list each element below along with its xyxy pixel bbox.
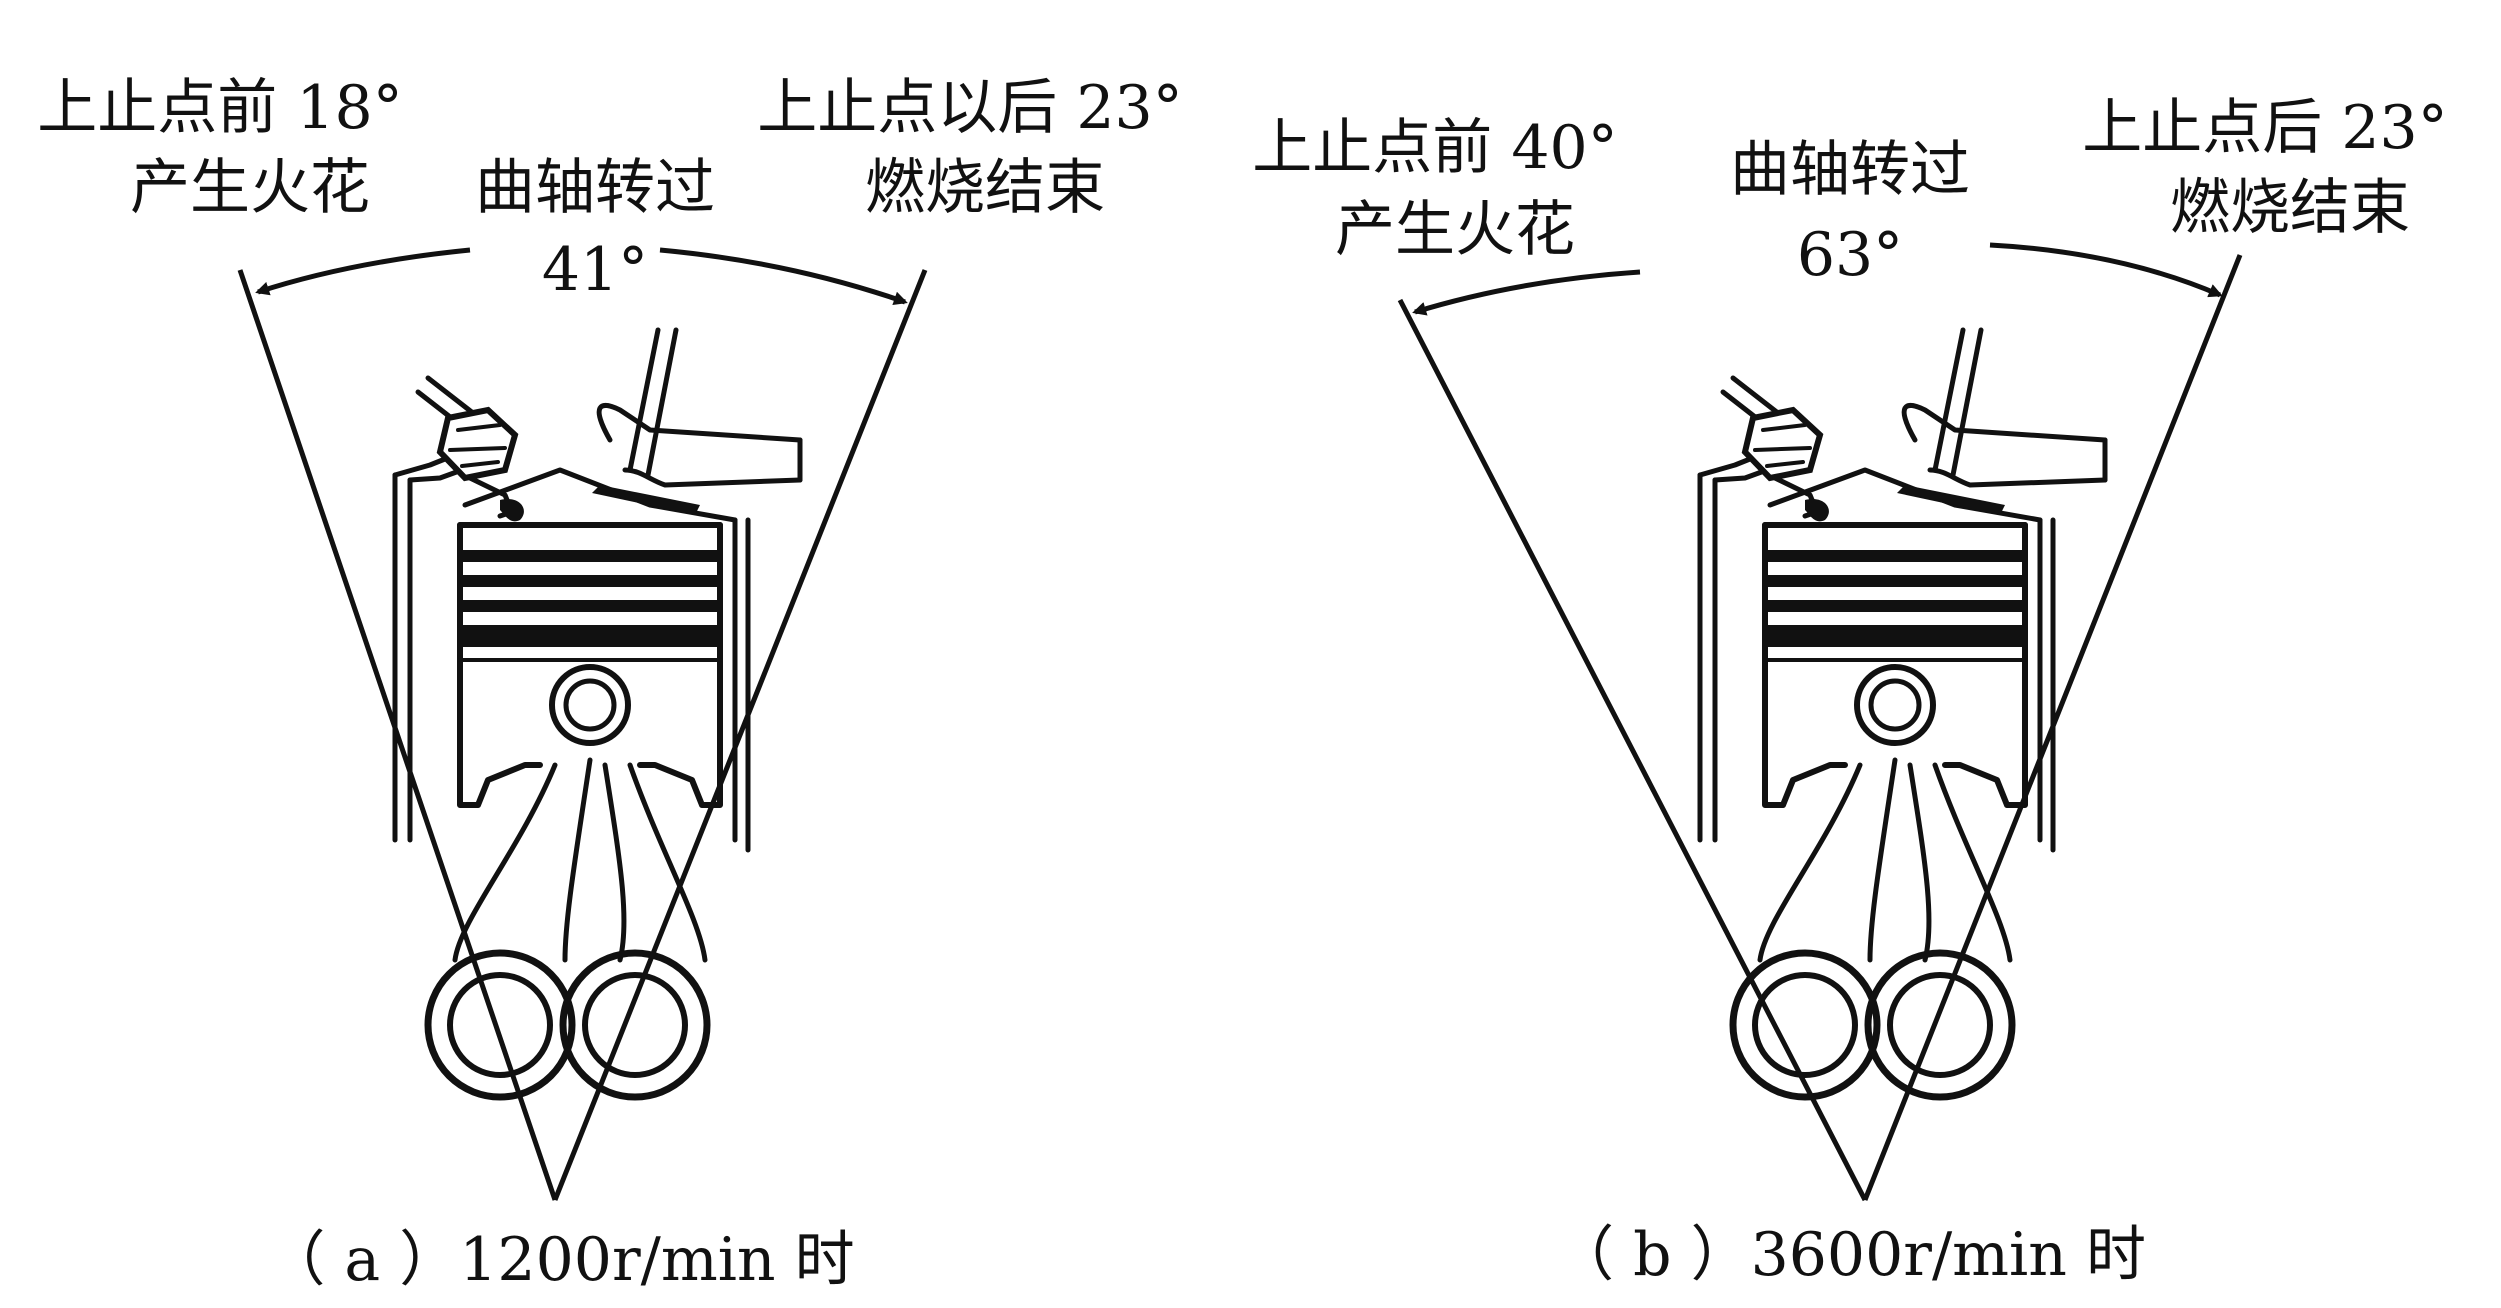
end-label-b-line2: 燃烧结束 xyxy=(2170,173,2410,243)
spark-label-b-line2: 产生火花 xyxy=(1335,195,1575,265)
rotation-label-a-line2: 41° xyxy=(542,235,648,305)
rotation-label-a-line1: 曲轴转过 xyxy=(475,153,715,223)
rotation-arrow-right-a xyxy=(659,247,908,305)
end-label-b-line1: 上止点后 23° xyxy=(2082,93,2447,163)
rotation-arrow-left-b xyxy=(1412,269,1641,316)
panel-a: 上止点前 18° 产生火花 曲轴转过 41° 上止点以后 23° 燃烧结束 （ … xyxy=(37,73,1182,1295)
rotation-arrow-right-b xyxy=(1989,242,2223,298)
caption-a: （ a ）1200r/min 时 xyxy=(265,1225,854,1295)
spark-angle-line-b xyxy=(1397,298,1868,1202)
rotation-label-b-line1: 曲轴转过 xyxy=(1730,135,1970,205)
rotation-label-b-line2: 63° xyxy=(1797,220,1903,290)
end-angle-line-a xyxy=(552,269,928,1201)
end-angle-line-b xyxy=(1862,254,2243,1201)
end-label-a-line1: 上止点以后 23° xyxy=(757,73,1182,143)
spark-angle-line-a xyxy=(237,269,558,1201)
end-label-a-line2: 燃烧结束 xyxy=(865,153,1105,223)
engine-cross-section-a xyxy=(395,330,800,1097)
panel-b: 上止点前 40° 产生火花 曲轴转过 63° 上止点后 23° 燃烧结束 （ b… xyxy=(1252,93,2447,1290)
rotation-arrow-left-a xyxy=(255,247,471,296)
spark-label-b-line1: 上止点前 40° xyxy=(1252,113,1617,183)
spark-label-a-line2: 产生火花 xyxy=(130,153,370,223)
engine-cross-section-b xyxy=(1700,330,2105,1097)
spark-label-a-line1: 上止点前 18° xyxy=(37,73,402,143)
caption-b: （ b ）3600r/min 时 xyxy=(1554,1220,2146,1290)
